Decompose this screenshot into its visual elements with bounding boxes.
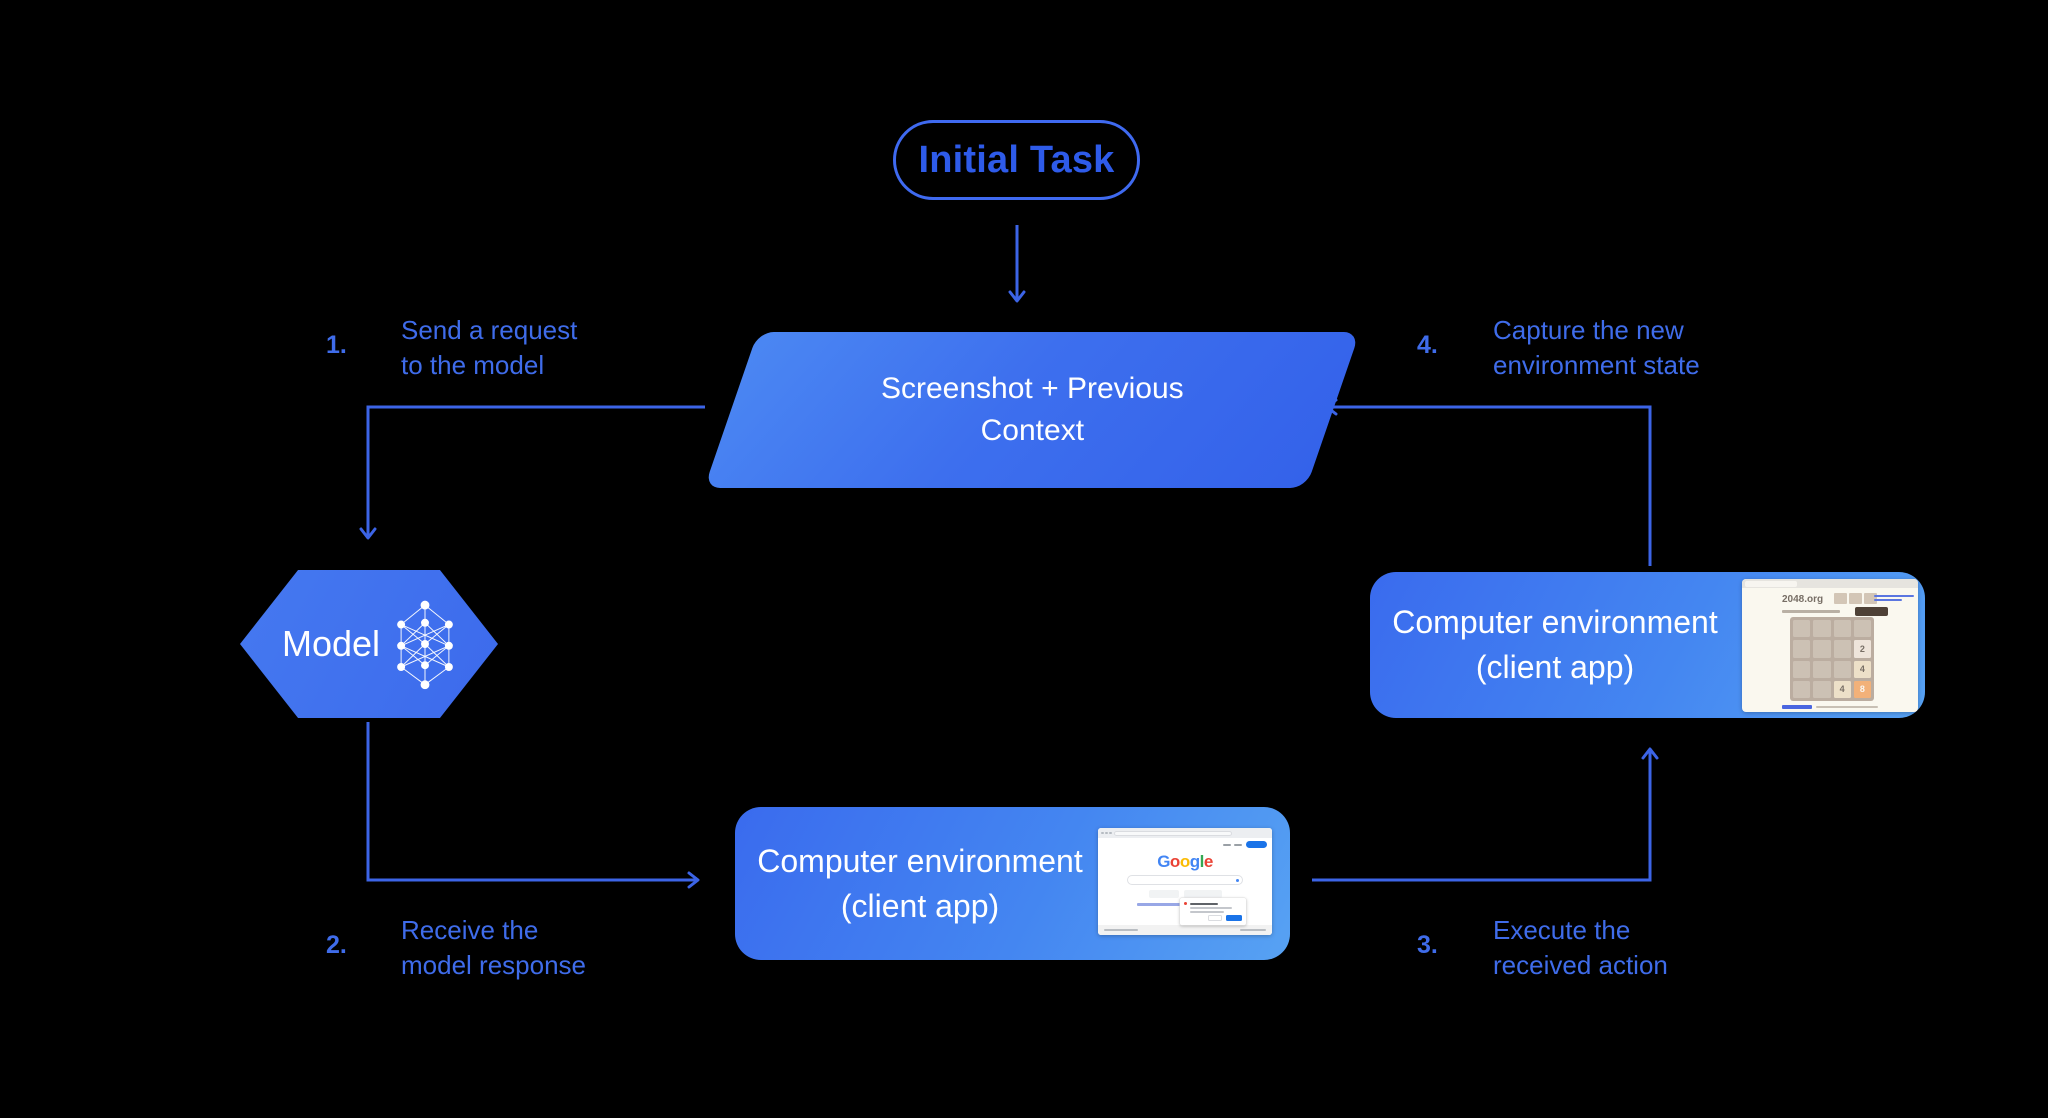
game-2048-empty-cell — [1833, 640, 1851, 658]
account-icon — [1184, 902, 1187, 905]
google-search-buttons — [1098, 890, 1272, 898]
game-2048-empty-cell — [1813, 640, 1831, 658]
computer-environment-node-bottom: Computer environment (client app) Google — [735, 807, 1290, 960]
header-links — [1874, 595, 1914, 603]
model-label: Model — [281, 623, 381, 664]
game-2048-empty-cell — [1813, 620, 1831, 638]
game-2048-empty-cell — [1793, 620, 1811, 638]
google-search-input — [1127, 875, 1243, 885]
google-logo-letter: o — [1169, 852, 1180, 871]
sign-in-button — [1246, 841, 1267, 848]
mic-icon — [1236, 878, 1239, 882]
arrow-context-to-model — [359, 405, 705, 540]
google-logo: Google — [1098, 852, 1272, 872]
game-2048-empty-cell — [1853, 620, 1871, 638]
google-logo-letter: o — [1179, 852, 1190, 871]
step-3-number: 3. — [1417, 931, 1438, 959]
arrow-model-to-env — [366, 722, 700, 889]
google-logo-letter: l — [1199, 852, 1205, 871]
google-homepage-screenshot: Google — [1098, 828, 1272, 935]
game-2048-tile: 4 — [1833, 680, 1851, 698]
arrow-env-to-context — [1325, 398, 1652, 566]
computer-environment-label: Computer environment (client app) — [1392, 604, 1718, 685]
google-logo-letter: g — [1189, 852, 1200, 871]
site-title: 2048.org — [1782, 594, 1824, 605]
game-2048-tile: 4 — [1853, 660, 1871, 678]
instructions-text — [1782, 610, 1840, 613]
step-1-number: 1. — [326, 331, 347, 359]
google-search-button — [1148, 890, 1179, 898]
footer-text — [1816, 705, 1878, 708]
neural-network-icon — [397, 600, 453, 690]
computer-environment-label: Computer environment (client app) — [757, 842, 1083, 924]
screenshot-context-node: Screenshot + Previous Context — [704, 332, 1360, 488]
google-footer — [1098, 925, 1272, 935]
score-boxes — [1834, 593, 1877, 604]
browser-chrome — [1742, 579, 1918, 588]
sign-in-dialog — [1180, 898, 1246, 925]
footer-link — [1782, 705, 1812, 709]
game-2048-empty-cell — [1793, 640, 1811, 658]
browser-chrome — [1098, 828, 1272, 838]
arrow-env-to-env — [1312, 747, 1659, 882]
feeling-lucky-button — [1183, 890, 1222, 898]
initial-task-node: Initial Task — [893, 120, 1140, 200]
window-control-dots — [1101, 831, 1112, 834]
computer-environment-node-right: Computer environment (client app) 2048.o… — [1370, 572, 1925, 718]
google-logo-letter: e — [1203, 852, 1213, 871]
gmail-images-links — [1223, 843, 1242, 846]
game-2048-tile: 8 — [1853, 680, 1871, 698]
browser-tab — [1745, 580, 1797, 587]
new-game-button — [1855, 607, 1888, 616]
game-2048-empty-cell — [1813, 680, 1831, 698]
game-2048-empty-cell — [1793, 660, 1811, 678]
game-2048-empty-cell — [1793, 680, 1811, 698]
game-2048-empty-cell — [1833, 620, 1851, 638]
address-bar — [1114, 830, 1232, 836]
step-4-number: 4. — [1417, 331, 1438, 359]
dialog-primary-button — [1226, 915, 1242, 921]
screenshot-context-label: Screenshot + Previous Context — [880, 372, 1184, 447]
game-2048-tile: 2 — [1853, 640, 1871, 658]
game-2048-empty-cell — [1813, 660, 1831, 678]
game-2048-empty-cell — [1833, 660, 1851, 678]
model-node: Model — [240, 570, 498, 718]
dialog-secondary-button — [1208, 915, 1222, 921]
initial-task-label: Initial Task — [918, 138, 1115, 181]
step-2-number: 2. — [326, 931, 347, 959]
google-logo-letter: G — [1157, 852, 1170, 871]
